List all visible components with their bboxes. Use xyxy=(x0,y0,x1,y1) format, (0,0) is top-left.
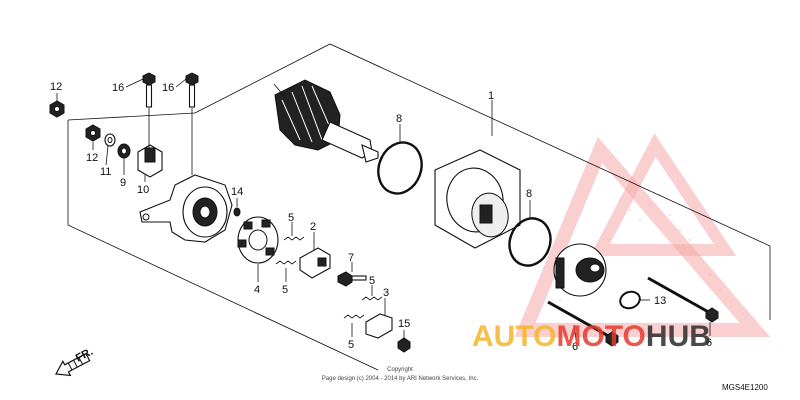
callout-15: 15 xyxy=(398,318,410,330)
callout-5d: 5 xyxy=(348,339,354,351)
callout-5b: 5 xyxy=(282,284,288,296)
copyright-line-2: Page design (c) 2004 - 2014 by ARI Netwo… xyxy=(322,376,479,382)
long-bolt-6-right xyxy=(647,276,719,323)
callout-9: 9 xyxy=(120,177,126,189)
rear-cover xyxy=(553,243,607,297)
oring-14 xyxy=(233,207,241,217)
watermark-text-auto: AUTO xyxy=(472,320,556,353)
callout-13: 13 xyxy=(654,295,666,307)
callout-2: 2 xyxy=(310,221,316,233)
svg-text:AUTOMOTOHUB: AUTOMOTOHUB xyxy=(472,320,711,353)
spring-5d xyxy=(343,314,365,319)
watermark-text: AUTOMOTOHUB xyxy=(472,320,711,353)
watermark-text-hub: HUB xyxy=(646,320,711,353)
armature xyxy=(274,79,379,163)
watermark-logo xyxy=(514,133,771,337)
callout-6a: 6 xyxy=(572,341,578,353)
spring-5a xyxy=(283,236,305,241)
oring-8-right xyxy=(508,217,552,267)
callout-10: 10 xyxy=(137,184,149,196)
callout-16b: 16 xyxy=(162,82,174,94)
bolt-15 xyxy=(397,337,411,353)
callout-8a: 8 xyxy=(396,113,402,125)
callout-12a: 12 xyxy=(50,81,62,93)
spacer-9 xyxy=(117,143,131,159)
callout-14: 14 xyxy=(231,186,243,198)
brush-holder-4 xyxy=(237,216,279,264)
callout-5a: 5 xyxy=(288,212,294,224)
terminal-10 xyxy=(137,144,163,178)
long-bolt-6-left xyxy=(547,300,619,347)
bolt-16-left xyxy=(142,72,156,108)
callout-1: 1 xyxy=(488,90,494,102)
callout-5c: 5 xyxy=(369,275,375,287)
oring-8-left xyxy=(377,141,423,195)
spring-5c xyxy=(361,296,383,301)
screw-7 xyxy=(337,271,367,287)
callout-4: 4 xyxy=(254,284,260,296)
front-direction-arrow: FR. xyxy=(55,346,95,377)
callout-labels: 1 2 3 4 5 5 5 5 6 6 7 8 8 9 10 11 12 12 … xyxy=(50,81,712,353)
callout-3: 3 xyxy=(383,287,389,299)
direction-label: FR. xyxy=(74,346,95,365)
assembly-frame xyxy=(67,43,771,371)
bolt-16-right xyxy=(185,72,199,108)
copyright-line-1: Copyright xyxy=(387,367,413,373)
washer-11 xyxy=(104,133,116,147)
oring-13 xyxy=(619,290,641,310)
callout-12b: 12 xyxy=(86,152,98,164)
diagram-code: MGS4E1200 xyxy=(722,383,768,392)
nut-12-upper xyxy=(49,100,65,118)
motor-case xyxy=(434,149,521,249)
nut-12-lower xyxy=(85,124,101,142)
front-cover xyxy=(139,174,233,243)
brush-2 xyxy=(299,247,331,279)
callout-7: 7 xyxy=(348,252,354,264)
callout-16a: 16 xyxy=(112,82,124,94)
callout-8b: 8 xyxy=(526,188,532,200)
spring-5b xyxy=(275,260,297,265)
terminal-3 xyxy=(365,313,393,339)
watermark-text-moto: MOTO xyxy=(556,320,645,353)
callout-6b: 6 xyxy=(706,337,712,349)
callout-11: 11 xyxy=(100,166,111,178)
